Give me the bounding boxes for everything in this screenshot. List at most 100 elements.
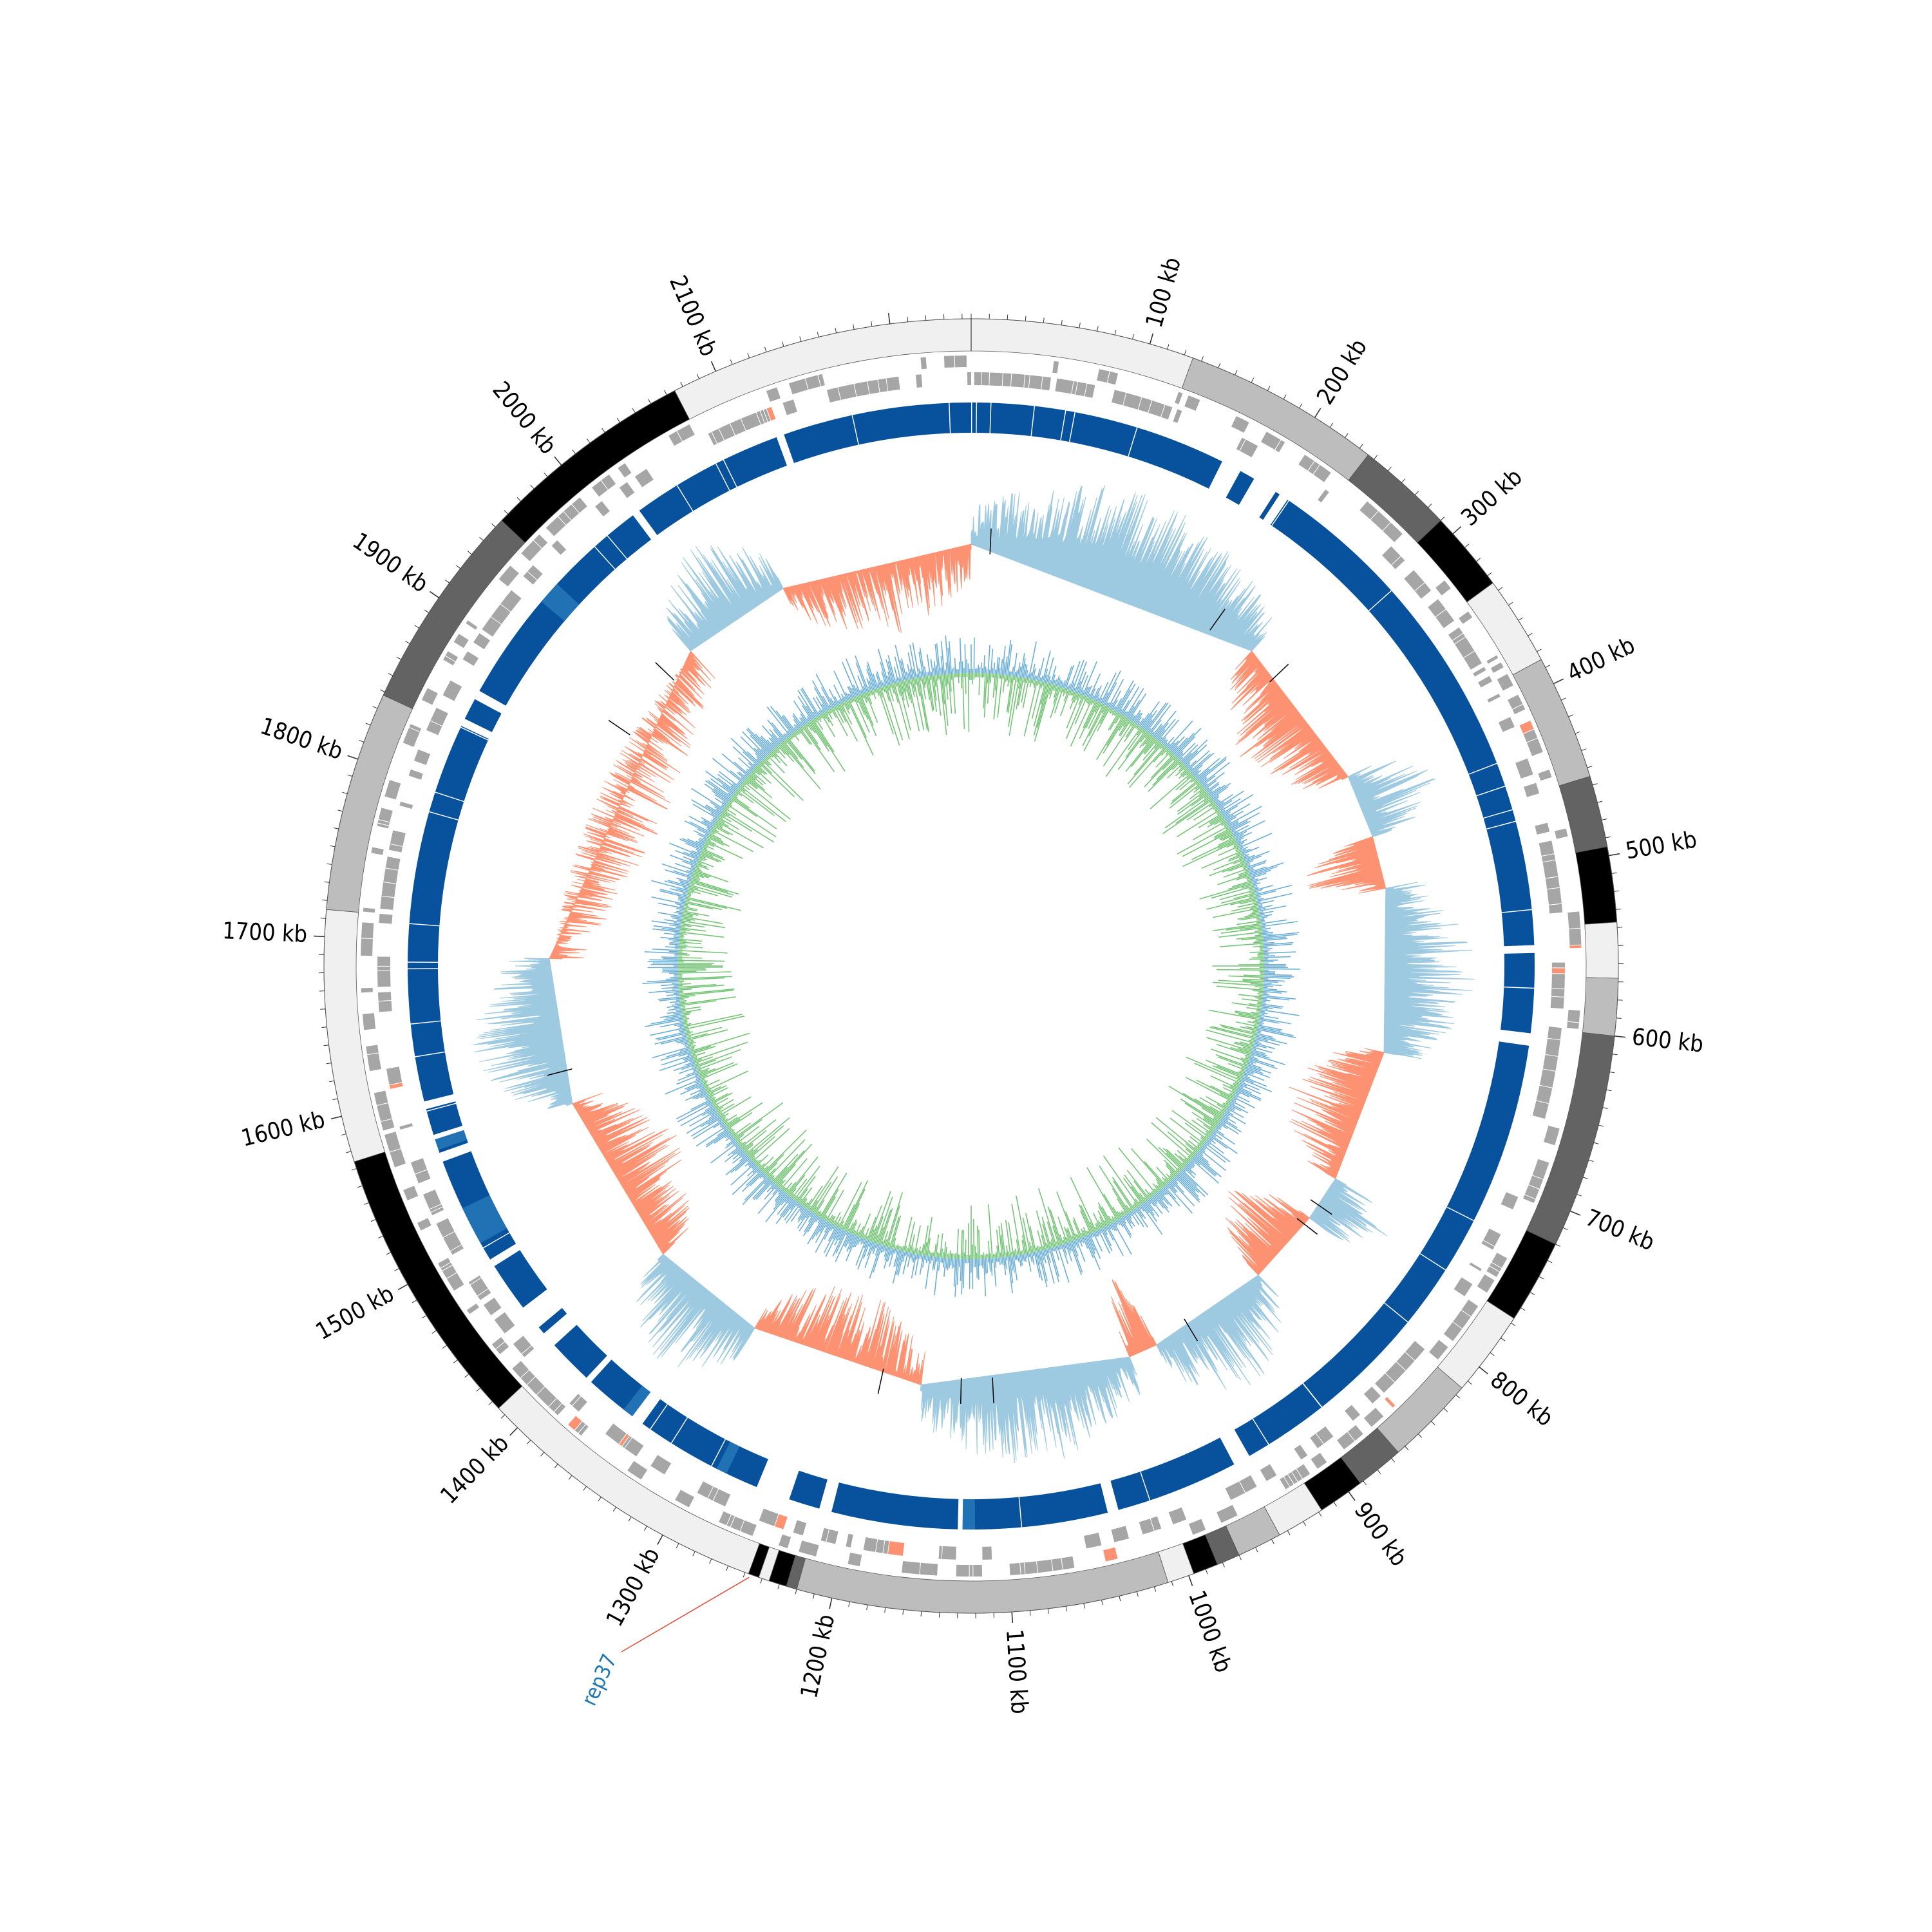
minor-tick (1498, 587, 1503, 591)
minor-tick (378, 1235, 383, 1239)
gene-feature (379, 913, 393, 924)
gene-feature (1028, 375, 1043, 390)
homology-gap (409, 923, 440, 927)
gene-feature (818, 374, 825, 386)
major-tick (397, 1283, 408, 1291)
gene-feature (730, 419, 746, 435)
gene-feature (410, 1158, 428, 1174)
minor-tick (1283, 394, 1287, 400)
gene-feature (426, 721, 442, 735)
minor-tick (332, 1098, 338, 1101)
gene-feature (389, 1083, 403, 1089)
tick-label: 200 kb (1312, 334, 1372, 409)
tick-label: 600 kb (1631, 1024, 1705, 1058)
gene-feature (1084, 1533, 1102, 1549)
gene-feature (1037, 1559, 1053, 1573)
gene-feature (867, 379, 880, 394)
gene-feature (1490, 1262, 1502, 1272)
minor-tick (1588, 1159, 1594, 1162)
gene-feature (826, 1529, 838, 1544)
gene-feature (1455, 637, 1475, 658)
tick-label: 1300 kb (601, 1544, 665, 1631)
minor-tick (320, 918, 326, 919)
gene-feature (1231, 416, 1249, 433)
gene-feature (989, 372, 1003, 386)
gene-feature (380, 896, 395, 910)
homology-gap (594, 546, 616, 570)
homology-gap (676, 485, 694, 512)
gene-feature (1084, 383, 1095, 398)
minor-tick (1153, 1586, 1157, 1592)
gc-skew-negative (782, 544, 972, 633)
tick-label: 1500 kb (312, 1280, 399, 1345)
minor-tick (342, 791, 348, 795)
homology-gap (1302, 1383, 1322, 1408)
gene-feature (854, 381, 869, 397)
gc-content-track (642, 635, 1300, 1297)
gene-feature (402, 727, 420, 747)
major-tick (314, 935, 325, 938)
gene-feature (381, 1119, 395, 1131)
gene-feature (1551, 968, 1565, 974)
gene-feature (1107, 371, 1119, 385)
minor-tick (1318, 1511, 1322, 1517)
gene-feature (1236, 437, 1245, 451)
gene-feature (1261, 431, 1281, 450)
gene-feature (956, 1564, 969, 1577)
gene-feature (1536, 1085, 1553, 1104)
minor-tick (1547, 1260, 1553, 1264)
gene-feature (863, 1537, 878, 1552)
gene-feature (759, 1508, 779, 1526)
gene-feature (408, 769, 423, 780)
gc-skew-negative (572, 1093, 690, 1255)
gene-feature (578, 1425, 589, 1436)
gene-feature (1112, 390, 1126, 406)
minor-tick (1205, 1569, 1208, 1575)
minor-tick (1606, 1089, 1612, 1092)
gene-feature (969, 1564, 973, 1577)
minor-tick (1562, 1227, 1568, 1231)
gene-feature (954, 355, 967, 368)
homology-block (554, 1325, 607, 1378)
minor-tick (835, 328, 837, 334)
gene-feature (1538, 770, 1552, 781)
contig-segment-9 (1584, 922, 1619, 979)
gene-feature (756, 411, 764, 425)
gene-feature (440, 1262, 453, 1271)
gene-feature (446, 1273, 464, 1291)
gene-feature (1486, 655, 1499, 664)
gene-feature (491, 1337, 505, 1349)
gene-feature (374, 1090, 388, 1106)
gene-feature (1452, 633, 1466, 644)
gene-feature (1523, 1195, 1536, 1204)
minor-tick (1501, 1338, 1506, 1341)
gene-feature (1024, 374, 1030, 388)
gene-feature (1477, 1274, 1495, 1293)
gene-feature (708, 1486, 719, 1501)
gc-skew-negative (1111, 1279, 1157, 1358)
annotation-leader-line (621, 1577, 750, 1653)
minor-tick (568, 1475, 573, 1480)
minor-tick (743, 1572, 746, 1578)
homology-block (971, 402, 1222, 489)
gene-feature (719, 423, 735, 440)
gene-feature (423, 1189, 442, 1209)
tick-label: 300 kb (1457, 464, 1528, 531)
minor-tick (1329, 422, 1334, 428)
minor-tick (1568, 714, 1574, 717)
minor-tick (544, 472, 548, 477)
major-tick (330, 1115, 342, 1120)
minor-tick (359, 739, 365, 743)
gene-feature (431, 1207, 444, 1216)
gene-feature (1103, 1547, 1118, 1562)
gene-feature (413, 749, 431, 765)
major-tick (829, 1598, 833, 1609)
homology-gap (1446, 1206, 1474, 1222)
gene-feature (1404, 570, 1425, 591)
minor-tick (795, 1589, 797, 1595)
gene-feature (1429, 1340, 1448, 1360)
gene-feature (438, 1258, 451, 1268)
minor-tick (530, 484, 535, 489)
gene-feature (1569, 945, 1582, 949)
homology-gap (949, 402, 951, 433)
